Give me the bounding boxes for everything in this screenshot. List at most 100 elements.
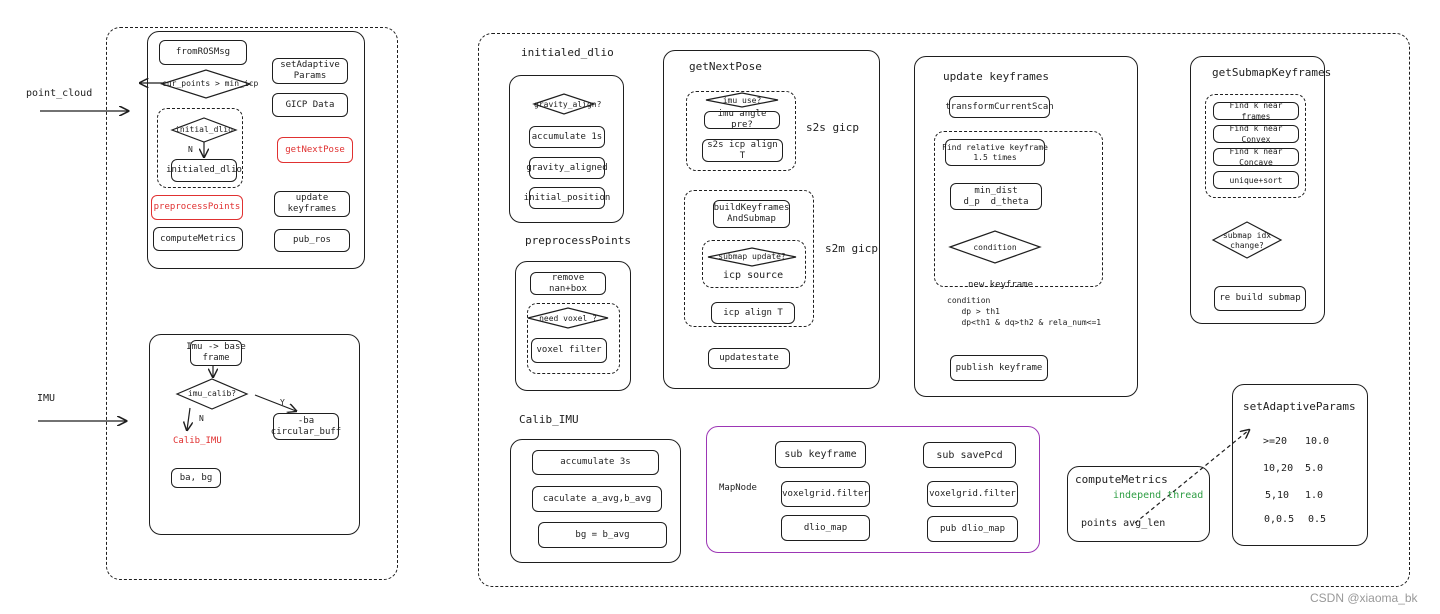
circular-buff-box: -ba circular_buff [271, 413, 341, 440]
sub-savepcd-box: sub savePcd [923, 442, 1016, 468]
initialed-dlio-panel [509, 75, 624, 223]
icp-align-box: icp align T [711, 302, 795, 324]
unique-sort-box: unique+sort [1213, 171, 1299, 189]
need-voxel-diamond [527, 307, 609, 329]
param-value-3: 1.0 [1305, 490, 1324, 501]
cur-points-label: cur_points > min_icp [162, 79, 259, 88]
imu-calib-diamond [175, 378, 249, 410]
point-cloud-label: point_cloud [26, 88, 93, 99]
imu-calib-y-label: Y [280, 398, 285, 407]
gravity-aligned-box: gravity_aligned [526, 157, 608, 179]
remove-nan-box: remove nan+box [530, 272, 606, 295]
new-keyframe-label: new keyframe [968, 280, 1034, 290]
update-keyframes-panel [914, 56, 1138, 397]
preprocess-points-box: preprocessPoints [151, 195, 243, 220]
independ-thread-arrow [1134, 430, 1249, 524]
voxel-filter-box: voxel filter [531, 338, 607, 363]
param-range-1: >=20 [1263, 436, 1288, 447]
imu-base-frame-box: Imu -> base frame [186, 340, 246, 366]
left-pipeline-container [106, 27, 398, 580]
imu-calib-n-label: N [199, 414, 204, 423]
initialed-dlio-box: initialed_dlio [166, 159, 242, 182]
find-near-group [1205, 94, 1306, 198]
set-adaptive-params-box: setAdaptive Params [272, 58, 348, 84]
icp-source-label: icp source [723, 270, 784, 281]
transform-current-scan-box: transformCurrentScan [945, 96, 1054, 118]
ba-bg-box: ba, bg [171, 468, 221, 488]
param-value-2: 5.0 [1305, 463, 1324, 474]
mapnode-label: MapNode [719, 483, 757, 493]
gravity-align-diamond [532, 93, 596, 115]
independ-thread-label: independ thread [1113, 490, 1204, 501]
get-submap-keyframes-title: getSubmapKeyframes [1212, 66, 1332, 79]
imu-use-question: imu use? [722, 96, 762, 105]
initial-dlio-diamond [170, 117, 238, 143]
gicp-data-box: GICP Data [272, 93, 348, 117]
submap-update-question: submap update? [718, 252, 786, 261]
submap-idx-question: submap idx change? [1222, 231, 1272, 250]
find-near-concave-box: Find k near Concave [1213, 147, 1299, 167]
condition-diamond [948, 230, 1042, 264]
get-next-pose-title: getNextPose [689, 60, 762, 73]
voxelgrid-filter-2-box: voxelgrid.filter [927, 481, 1018, 507]
rebuild-submap-box: re build submap [1214, 286, 1306, 311]
compute-metrics-box: computeMetrics [153, 227, 243, 251]
preprocess-points-title: preprocessPoints [525, 234, 631, 247]
initial-dlio-question: initial_dlio [175, 125, 233, 134]
param-range-2: 10,20 [1263, 463, 1294, 474]
condition-text: condition dp > th1 dp<th1 & dq>th2 & rel… [947, 296, 1102, 327]
preprocess-points-panel [515, 261, 631, 391]
module-detail-container [478, 33, 1410, 587]
lidar-callback-panel [147, 31, 365, 269]
s2s-group [686, 91, 796, 171]
update-keyframes-box: update keyframes [274, 191, 350, 217]
find-relative-keyframe-box: Find relative keyframe 1.5 times [942, 139, 1048, 166]
watermark: CSDN @xiaoma_bk [1310, 591, 1418, 605]
voxel-group [527, 303, 620, 374]
get-next-pose-box: getNextPose [277, 137, 353, 163]
submap-idx-diamond [1211, 221, 1283, 259]
get-submap-keyframes-panel [1190, 56, 1325, 324]
pub-ros-box: pub_ros [274, 229, 350, 252]
dlio-map-box: dlio_map [781, 515, 870, 541]
set-adaptive-params-panel [1232, 384, 1368, 546]
get-next-pose-panel [663, 50, 880, 389]
submap-group [702, 240, 806, 288]
set-adaptive-params-title: setAdaptiveParams [1243, 400, 1356, 413]
bg-avg-box: bg = b_avg [538, 522, 667, 548]
submap-update-diamond [707, 247, 797, 267]
imu-callback-panel [149, 334, 360, 535]
pub-dlio-map-box: pub dlio_map [927, 516, 1018, 542]
sub-keyframe-box: sub keyframe [775, 441, 866, 468]
imu-use-diamond [705, 92, 779, 108]
find-keyframe-group [934, 131, 1103, 287]
cur-points-diamond [160, 69, 252, 99]
fromrosmsg-box: fromROSMsg [159, 40, 247, 65]
publish-keyframe-box: publish keyframe [950, 355, 1048, 381]
s2m-gicp-label: s2m gicp [825, 242, 878, 255]
caculate-avg-box: caculate a_avg,b_avg [532, 486, 662, 512]
build-keyframes-box: buildKeyframes AndSubmap [713, 200, 790, 228]
min-dist-box: min_dist d_p d_theta [950, 183, 1042, 210]
imu-angle-pre-box: imu angle pre? [704, 109, 780, 130]
s2s-gicp-label: s2s gicp [806, 121, 859, 134]
calib-imu-title: Calib_IMU [519, 413, 579, 426]
accumulate-1s-box: accumulate 1s [529, 126, 605, 148]
initial-dlio-group [157, 108, 243, 188]
calib-imu-panel [510, 439, 681, 563]
s2m-group [684, 190, 814, 327]
accumulate-3s-box: accumulate 3s [532, 450, 659, 475]
initialed-dlio-title: initialed_dlio [521, 46, 614, 59]
mapnode-panel [706, 426, 1040, 553]
compute-metrics-title: computeMetrics [1075, 473, 1168, 486]
voxelgrid-filter-1-box: voxelgrid.filter [781, 481, 870, 507]
condition-question: condition [973, 243, 1017, 252]
param-value-4: 0.5 [1308, 514, 1327, 525]
find-near-convex-box: Find k near Convex [1213, 124, 1299, 144]
initial-dlio-n-label: N [188, 145, 193, 154]
s2s-icp-align-box: s2s icp align T [702, 139, 783, 162]
param-range-4: 0,0.5 [1264, 514, 1295, 525]
param-range-3: 5,10 [1265, 490, 1290, 501]
calib-y-arrow [254, 394, 296, 411]
update-keyframes-title: update keyframes [943, 70, 1049, 83]
